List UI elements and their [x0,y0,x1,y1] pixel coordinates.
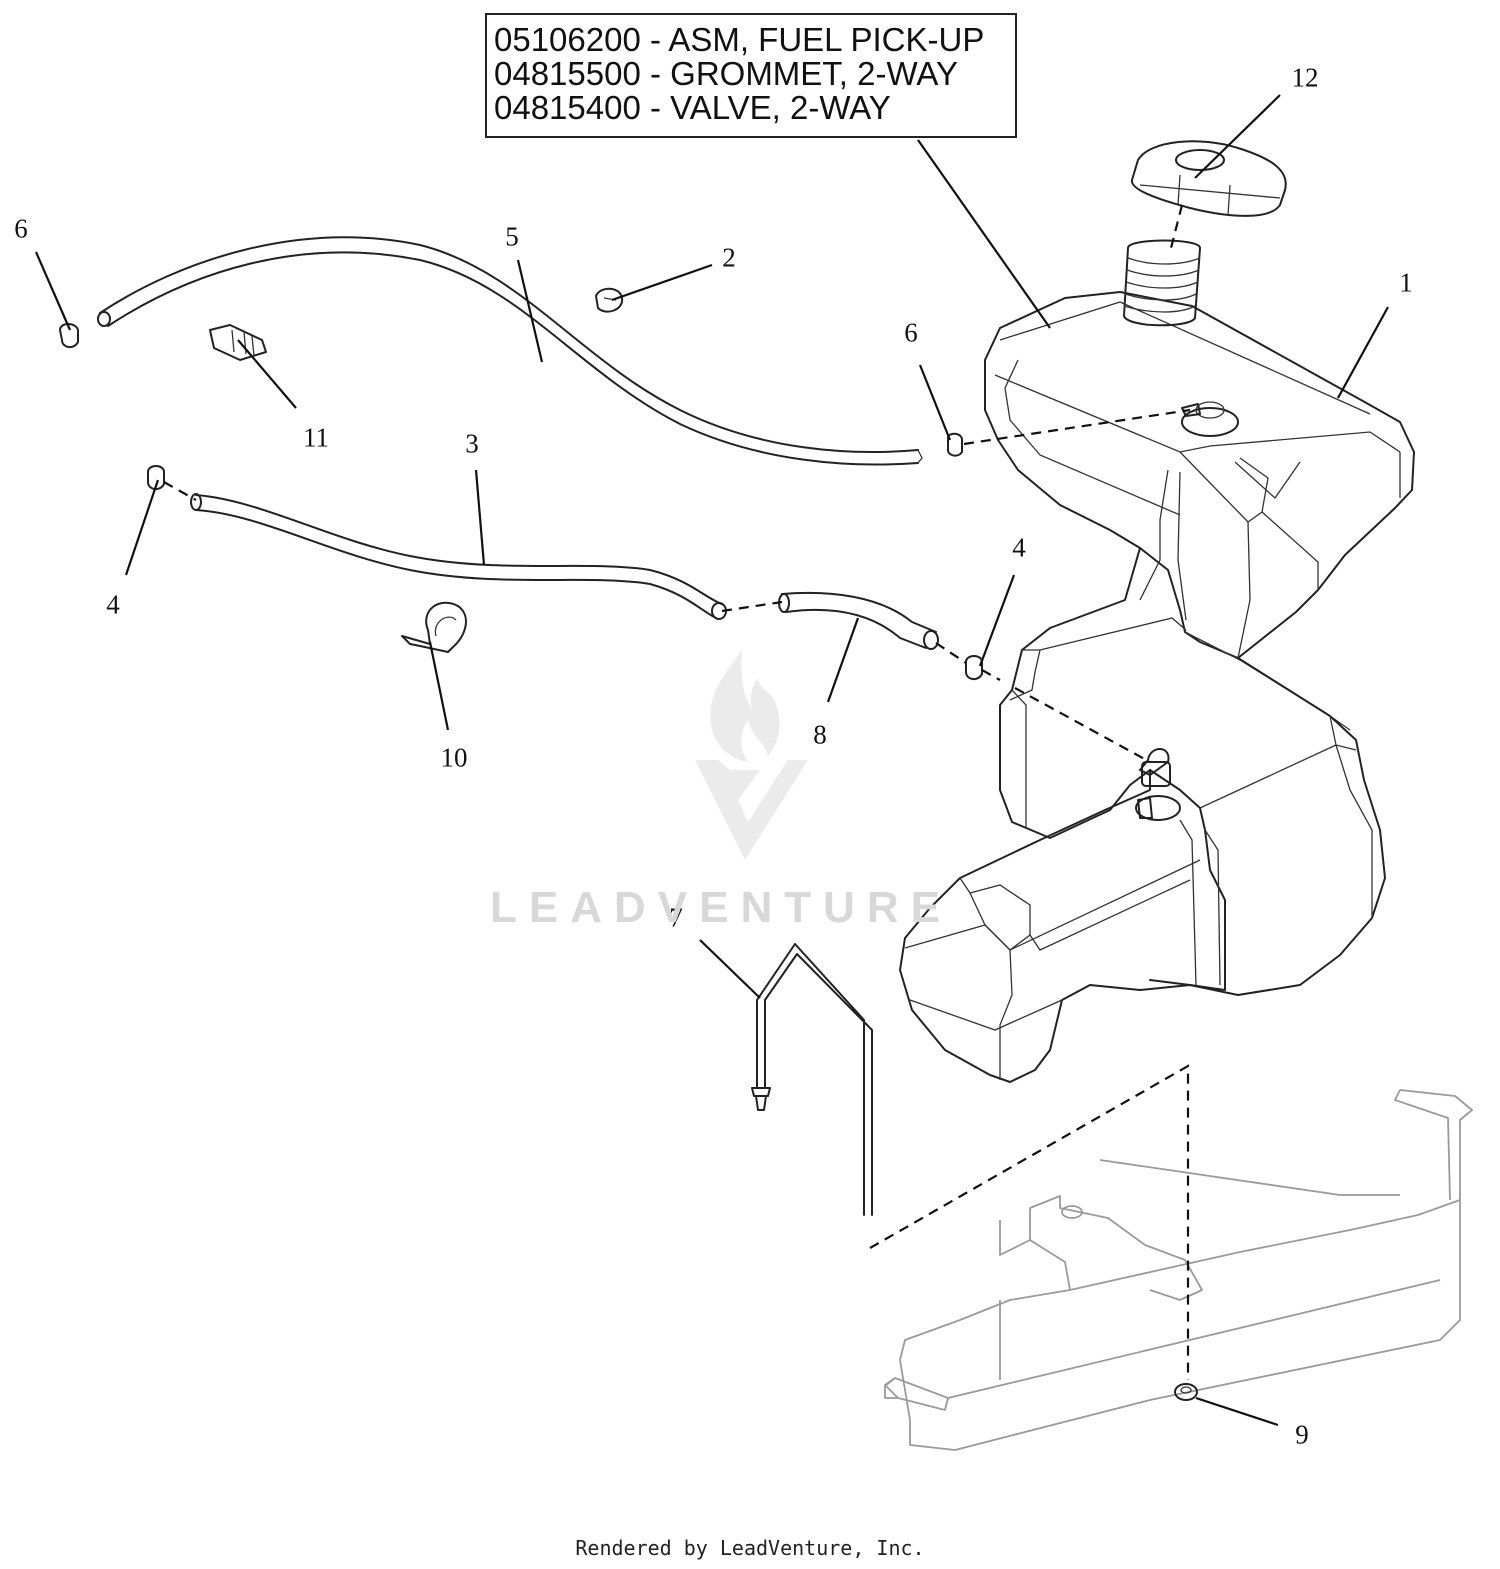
callout-11: 11 [303,422,329,453]
callout-4-right: 4 [1012,532,1026,563]
callout-4-left: 4 [106,589,120,620]
legend-line-valve: 04815400 - VALVE, 2-WAY [494,89,891,126]
grommet-9 [1174,1383,1198,1401]
clamp-4-right [965,655,983,680]
callout-12: 12 [1291,62,1319,93]
fuel-tank [899,239,1415,1083]
legend-line-grommet: 04815500 - GROMMET, 2-WAY [494,55,958,92]
callout-8: 8 [813,719,827,750]
clip-11 [209,324,267,361]
hose-8 [778,591,939,650]
hose-5 [97,236,923,466]
leader-lines [34,94,1389,1427]
callout-7: 7 [669,902,683,933]
clamp-6-left [59,323,79,348]
legend-line-fuel-pickup: 05106200 - ASM, FUEL PICK-UP [494,21,985,58]
fuel-cap [1131,140,1287,217]
parts-legend-box: 05106200 - ASM, FUEL PICK-UP 04815500 - … [485,13,1017,138]
callout-2: 2 [722,242,736,273]
hose-3 [190,493,727,620]
p-clamp-10 [401,601,467,653]
callout-9: 9 [1295,1419,1309,1450]
fuel-line-7 [751,943,873,1216]
tank-bracket [884,1089,1473,1451]
callout-6-right: 6 [904,317,918,348]
footer-credit: Rendered by LeadVenture, Inc. [575,1536,925,1560]
assembly-lines [163,204,1191,1380]
callout-5: 5 [505,221,519,252]
watermark-logo [695,650,808,860]
clamp-2 [595,287,624,313]
callout-1: 1 [1399,267,1413,298]
callout-10: 10 [440,742,468,773]
callout-3: 3 [465,428,479,459]
clamp-4-left [147,465,165,490]
callout-6-left: 6 [14,213,28,244]
clamp-6-right [947,432,963,457]
watermark-text: LEADVENTURE [490,883,953,932]
